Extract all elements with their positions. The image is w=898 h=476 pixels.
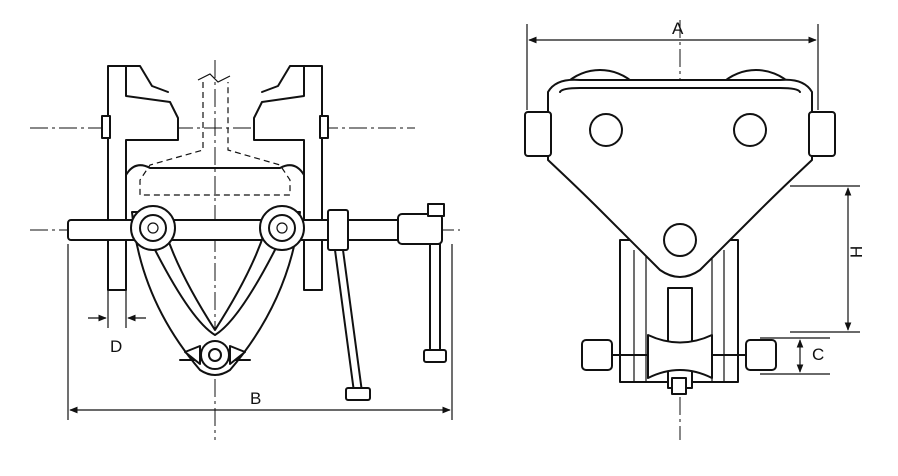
- label-h: H: [847, 246, 866, 258]
- handle-rod: [334, 249, 371, 401]
- clamp-cap: [427, 203, 445, 217]
- dimension-b: B: [67, 244, 453, 420]
- bottom-bolt-assembly: [581, 334, 777, 395]
- left-wheel-stub: [101, 115, 111, 139]
- beam-seat: [125, 164, 305, 176]
- front-view: B D: [30, 60, 460, 440]
- i-beam-outline: [139, 73, 291, 196]
- wing-nut: [184, 340, 246, 370]
- right-wheel-stub: [319, 115, 329, 139]
- left-axle-stub: [524, 111, 552, 157]
- right-pulley: [259, 205, 305, 251]
- axle-nut: [327, 209, 349, 251]
- dimension-c: C: [760, 337, 830, 375]
- left-pulley: [130, 205, 176, 251]
- left-axle-hole: [589, 113, 623, 147]
- center-axle-hole: [663, 223, 697, 257]
- right-axle-stub: [808, 111, 836, 157]
- label-d: D: [110, 337, 122, 356]
- side-plate-rim: [559, 87, 801, 93]
- right-axle-hole: [733, 113, 767, 147]
- label-b: B: [250, 389, 261, 408]
- clamp-screw: [423, 243, 447, 363]
- dimension-h: H: [790, 185, 866, 333]
- label-a: A: [672, 19, 684, 38]
- label-c: C: [812, 345, 824, 364]
- dimension-d: D: [88, 290, 146, 356]
- side-view: A H C: [524, 19, 866, 440]
- dimension-a: A: [526, 19, 819, 110]
- clamp-head: [397, 213, 443, 245]
